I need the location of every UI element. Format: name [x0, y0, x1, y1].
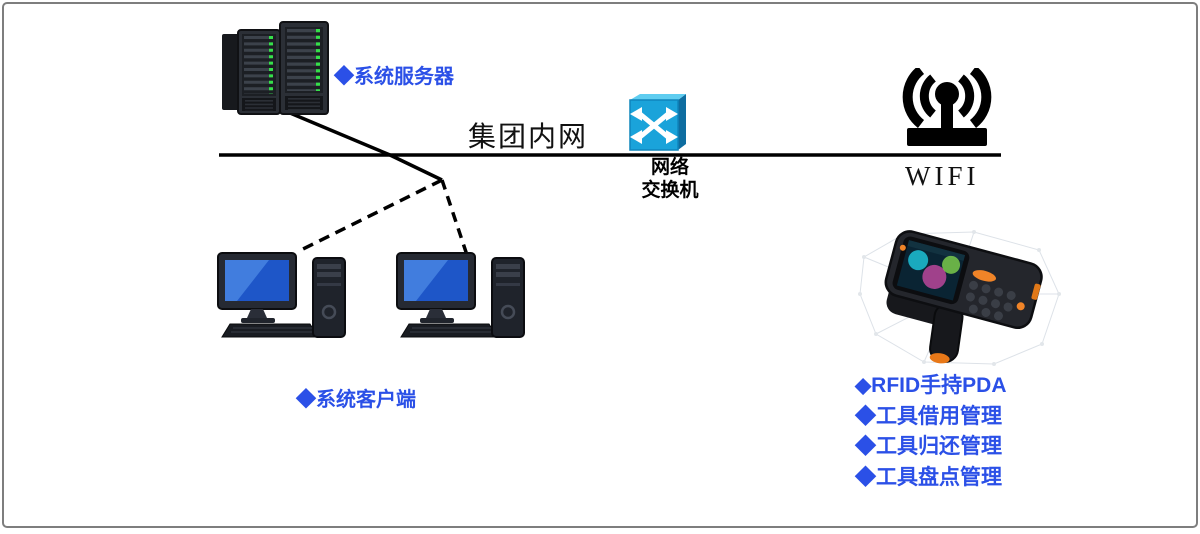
intranet-label: 集团内网	[468, 122, 589, 153]
client1-dashed-line	[300, 178, 443, 252]
pda-feature-item: ◆工具盘点管理	[855, 465, 1002, 489]
server-rack-icon	[222, 21, 329, 115]
client2-dashed-line	[440, 179, 469, 256]
rfid-handheld-pda-icon	[858, 230, 1061, 366]
pda-feature-item: ◆工具借用管理	[855, 404, 1002, 428]
desktop-computer-icon-1	[217, 252, 346, 338]
server-link-line	[270, 103, 443, 182]
pda-feature-item: ◆工具归还管理	[855, 435, 1002, 458]
desktop-computer-icon-2	[396, 252, 525, 338]
connection-lines	[219, 103, 1001, 256]
wifi-antenna-icon	[902, 68, 992, 146]
switch-label-line2: 交换机	[641, 180, 699, 201]
network-switch-icon	[629, 94, 686, 151]
server-label: ◆系统服务器	[334, 66, 454, 88]
client-label: ◆系统客户端	[296, 389, 416, 411]
pda-feature-list: ◆RFID手持PDA ◆工具借用管理 ◆工具归还管理 ◆工具盘点管理	[855, 371, 1006, 493]
switch-label-line1: 网络	[650, 157, 689, 178]
pda-feature-item: ◆RFID手持PDA	[855, 374, 1007, 397]
switch-label: 网络 交换机	[614, 156, 726, 202]
wifi-label: WIFI	[905, 161, 980, 191]
